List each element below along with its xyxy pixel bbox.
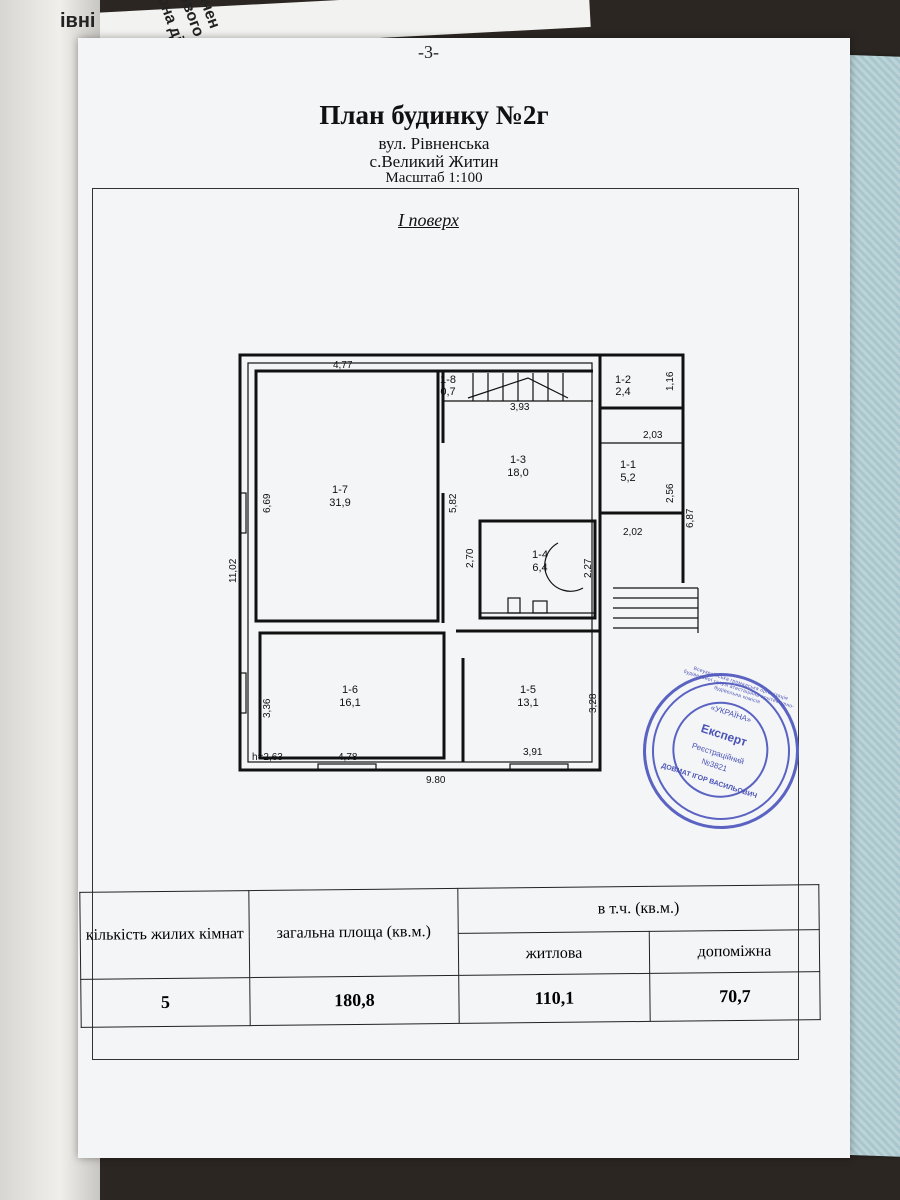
- dimension: 5,82: [448, 493, 459, 513]
- room-area: 5,2: [620, 472, 635, 484]
- scale-label: Масштаб 1:100: [385, 170, 483, 186]
- left-text-fragment: івні: [60, 10, 96, 32]
- summary-table: кількість жилих кімнат загальна площа (к…: [79, 884, 821, 1028]
- drawing-frame: [92, 188, 799, 1060]
- bathroom-fixtures: [507, 542, 584, 614]
- room-area: 31,9: [329, 497, 350, 509]
- ceiling-height: h=2,63: [252, 752, 283, 763]
- room-id: 1-1: [620, 459, 636, 471]
- dimension: 9,80: [426, 775, 446, 783]
- cell-aux-area: 70,7: [649, 971, 821, 1022]
- village-name: с.Великий Житин: [369, 152, 499, 171]
- dimension: 6,69: [262, 493, 273, 513]
- header-living: житлова: [458, 931, 650, 976]
- dimension: 3,36: [262, 698, 273, 718]
- room-id: 1-2: [615, 374, 631, 386]
- room-area: 18,0: [507, 467, 528, 479]
- document-page: -3- План будинку №2г вул. Рівненська с.В…: [78, 38, 850, 1158]
- dimension: 3,28: [588, 693, 599, 713]
- dimension: 11,02: [228, 558, 239, 583]
- dimension: 2,02: [623, 527, 643, 538]
- room-id: 1-3: [510, 454, 526, 466]
- room-labels: 1-7 31,9 1-8 0,7 1-3 18,0 1-2 2,4 1-1 5,…: [329, 374, 636, 709]
- dimension: 3,91: [523, 747, 543, 758]
- dimension: 2,56: [665, 483, 676, 503]
- windows: [239, 492, 569, 771]
- room-id: 1-7: [332, 484, 348, 496]
- staircase: [467, 373, 569, 401]
- dimension-labels: 4,77 3,93 2,03 1,16 2,56 6,87 2,02 6,69 …: [228, 360, 696, 783]
- room-id: 1-4: [532, 549, 548, 561]
- dimension: 6,87: [685, 508, 696, 528]
- dimension: 1,16: [665, 371, 676, 391]
- room-area: 6,4: [532, 562, 547, 574]
- dimension: 2,03: [643, 430, 663, 441]
- room-area: 16,1: [339, 697, 360, 709]
- room-id: 1-5: [520, 684, 536, 696]
- cell-room-count: 5: [80, 977, 251, 1028]
- room-id: 1-6: [342, 684, 358, 696]
- room-area: 13,1: [517, 697, 538, 709]
- header-total-area: загальна площа (кв.м.): [248, 888, 459, 978]
- dimension: 2,70: [465, 548, 476, 568]
- room-area: 0,7: [440, 386, 455, 398]
- header-room-count: кількість жилих кімнат: [79, 890, 250, 980]
- document-title: План будинку №2г: [319, 100, 549, 130]
- street-address: вул. Рівненська: [378, 134, 490, 153]
- header-auxiliary: допоміжна: [649, 929, 820, 974]
- room-area: 2,4: [615, 386, 630, 398]
- room-id: 1-8: [440, 374, 456, 386]
- dimension: 4,77: [333, 360, 353, 371]
- dimension: 2,27: [583, 558, 594, 578]
- page-number: -3-: [418, 42, 439, 62]
- floor-label: І поверх: [398, 210, 459, 230]
- cell-living-area: 110,1: [458, 973, 651, 1024]
- cell-total-area: 180,8: [249, 975, 460, 1026]
- dimension: 4,78: [338, 752, 358, 763]
- header-including: в т.ч. (кв.м.): [457, 884, 820, 934]
- dimension: 3,93: [510, 402, 530, 413]
- floor-plan: 1-7 31,9 1-8 0,7 1-3 18,0 1-2 2,4 1-1 5,…: [228, 353, 699, 783]
- interior-walls: [254, 369, 602, 762]
- entrance-steps: [613, 587, 699, 633]
